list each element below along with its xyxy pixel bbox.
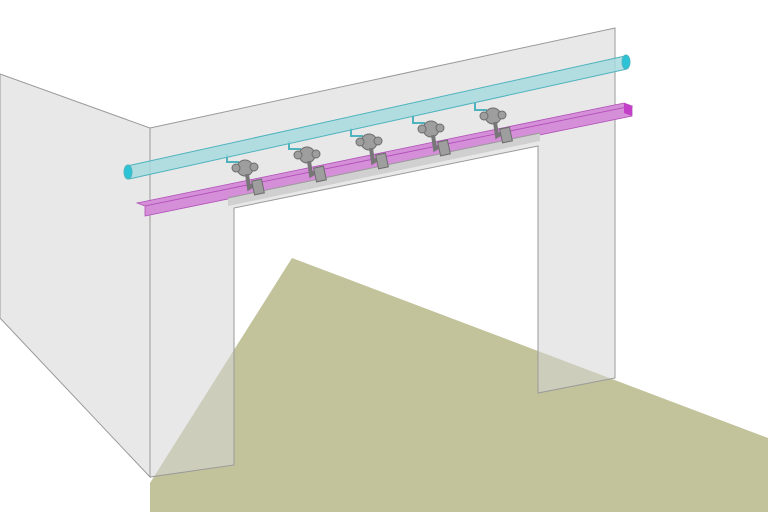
cyan-pipe [123,54,631,180]
floor [150,258,768,512]
left-wall [0,73,151,479]
pipe-hanger [474,102,513,144]
pipe-hanger [350,128,389,170]
pipe-hanger [412,115,451,157]
pipe-hanger [226,154,265,196]
pipe-end-right [621,54,631,70]
pipe-end-left [123,164,133,180]
hanger-group [226,102,513,196]
